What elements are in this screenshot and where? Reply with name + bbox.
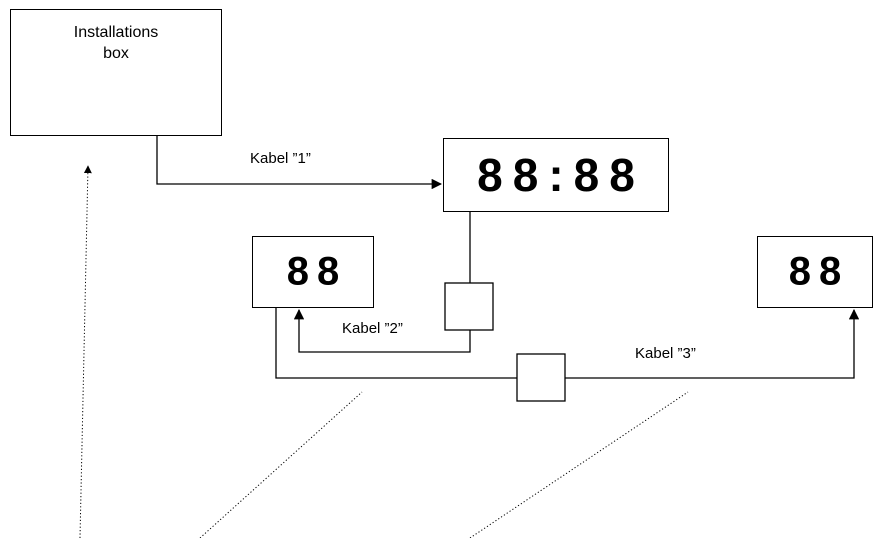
dotted-leader-1 bbox=[79, 165, 92, 538]
left-display-digits: 88 bbox=[286, 249, 348, 294]
cable-3-line bbox=[565, 308, 860, 379]
cable-1-line bbox=[156, 136, 443, 190]
right-display-digits: 88 bbox=[788, 249, 850, 294]
main-display-digits: 88:88 bbox=[477, 149, 645, 201]
junction-box-1 bbox=[444, 282, 494, 331]
dotted-leader-3 bbox=[469, 391, 689, 538]
cable-3-left-segment bbox=[275, 308, 517, 379]
installation-box-title: Installations box bbox=[73, 24, 159, 62]
dotted-leader-2 bbox=[199, 391, 363, 538]
junction-box-2 bbox=[516, 353, 566, 402]
cable-2-label: Kabel ”2” bbox=[342, 320, 403, 337]
installation-box: Installations box bbox=[10, 9, 222, 136]
right-display: 88 bbox=[757, 236, 873, 308]
left-display: 88 bbox=[252, 236, 374, 308]
cable-2-line bbox=[293, 308, 471, 353]
cable-1-label: Kabel ”1” bbox=[250, 150, 311, 167]
main-display: 88:88 bbox=[443, 138, 669, 212]
cable-3-label: Kabel ”3” bbox=[635, 345, 696, 362]
